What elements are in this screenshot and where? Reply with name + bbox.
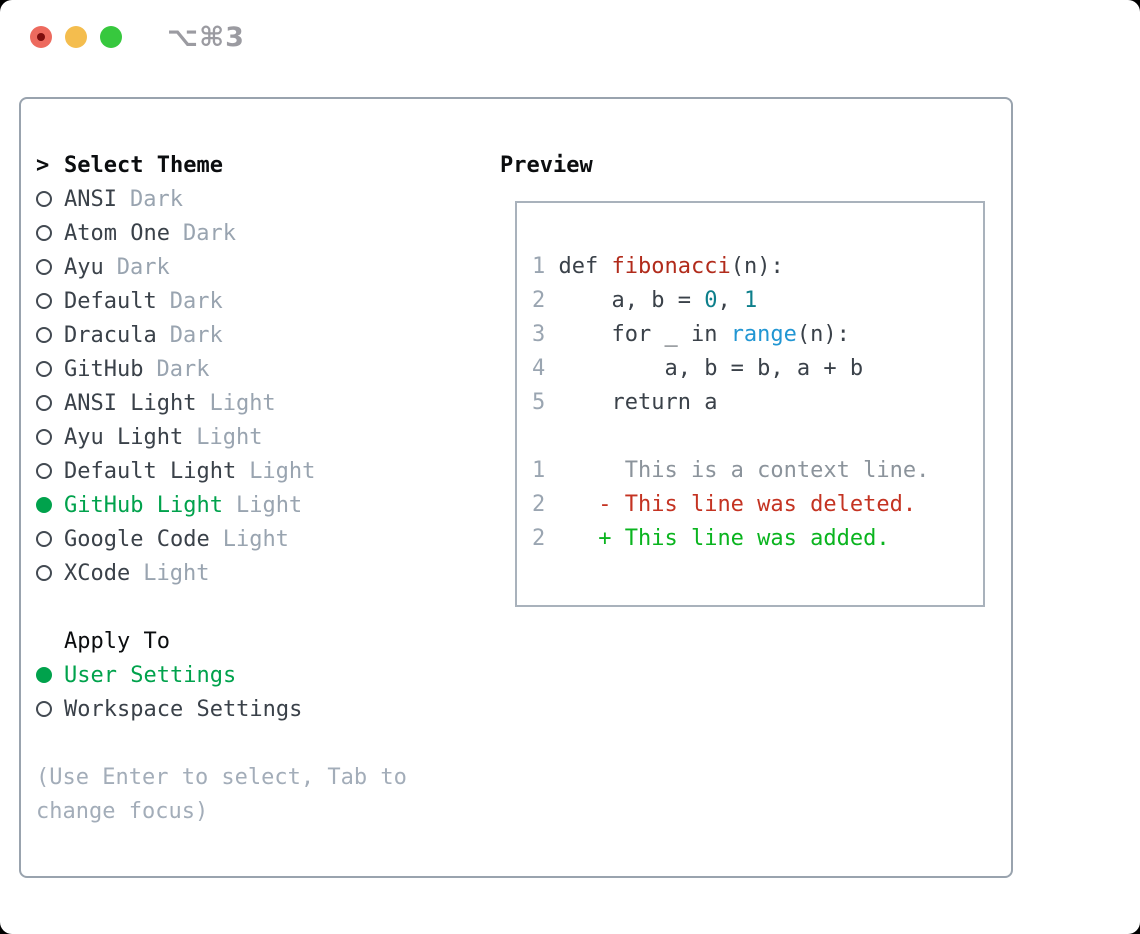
code-line: 1 This is a context line. (532, 458, 930, 483)
radio-icon (36, 565, 52, 581)
window-title: ⌥⌘3 (167, 22, 245, 53)
option-variant: Dark (169, 288, 223, 314)
option-name: Ayu (64, 254, 104, 280)
spacer-row (36, 726, 476, 760)
option-name: GitHub (64, 356, 144, 382)
titlebar: ⌥⌘3 (0, 0, 1140, 74)
option-name: User Settings (64, 662, 237, 688)
radio-icon (36, 497, 52, 513)
theme-option-row[interactable]: XCode Light (36, 556, 476, 590)
option-name: Default Light (64, 458, 237, 484)
code-line: 1 def fibonacci(n): (532, 254, 784, 279)
preview-label: Preview (500, 152, 593, 178)
preview-box: 1 def fibonacci(n): 2 a, b = 0, 1 3 for _ … (515, 201, 985, 607)
code-line: 3 for _ in range(n): (532, 322, 850, 347)
minimize-button[interactable] (65, 26, 87, 48)
close-button[interactable] (30, 26, 52, 48)
option-name: Google Code (64, 526, 210, 552)
select-theme-header: > Select Theme (36, 148, 476, 182)
theme-option-row[interactable]: Ayu Dark (36, 250, 476, 284)
radio-icon (36, 667, 52, 683)
theme-option-row[interactable]: Dracula Dark (36, 318, 476, 352)
option-variant: Light (249, 458, 316, 484)
option-variant: Dark (169, 322, 223, 348)
radio-icon (36, 259, 52, 275)
option-name: Dracula (64, 322, 157, 348)
hint-line-1: (Use Enter to select, Tab to (36, 764, 407, 790)
option-name: XCode (64, 560, 131, 586)
option-name: ANSI Light (64, 390, 197, 416)
apply-to-list: User Settings Workspace Settings (36, 658, 476, 726)
option-name: Ayu Light (64, 424, 184, 450)
option-variant: Light (143, 560, 210, 586)
theme-option-row[interactable]: GitHub Dark (36, 352, 476, 386)
theme-option-row[interactable]: Default Dark (36, 284, 476, 318)
theme-option-row[interactable]: Google Code Light (36, 522, 476, 556)
option-name: Workspace Settings (64, 696, 303, 722)
radio-icon (36, 293, 52, 309)
preview-code: 1 def fibonacci(n): 2 a, b = 0, 1 3 for _ … (517, 203, 983, 556)
theme-picker-panel: > Select Theme ANSI Dark Atom One Dark A… (19, 97, 1013, 878)
option-variant: Dark (116, 254, 170, 280)
prompt-icon: > (36, 152, 50, 178)
theme-option-row[interactable]: Ayu Light Light (36, 420, 476, 454)
theme-option-row[interactable]: Atom One Dark (36, 216, 476, 250)
apply-to-header: Apply To (36, 624, 476, 658)
theme-option-row[interactable]: ANSI Dark (36, 182, 476, 216)
code-line: 2 + This line was added. (532, 526, 890, 551)
option-variant: Light (222, 526, 289, 552)
radio-icon (36, 361, 52, 377)
radio-icon (36, 395, 52, 411)
radio-icon (36, 191, 52, 207)
option-variant: Dark (129, 186, 183, 212)
code-line: 5 return a (532, 390, 718, 415)
option-name: ANSI (64, 186, 117, 212)
theme-list-column: > Select Theme ANSI Dark Atom One Dark A… (36, 148, 476, 828)
radio-icon (36, 429, 52, 445)
radio-icon (36, 327, 52, 343)
option-name: GitHub Light (64, 492, 223, 518)
code-line: 4 a, b = b, a + b (532, 356, 864, 381)
code-line: 2 - This line was deleted. (532, 492, 917, 517)
radio-icon (36, 463, 52, 479)
option-variant: Dark (182, 220, 236, 246)
apply-to-option-row[interactable]: User Settings (36, 658, 476, 692)
radio-icon (36, 701, 52, 717)
option-name: Default (64, 288, 157, 314)
theme-option-row[interactable]: ANSI Light Light (36, 386, 476, 420)
radio-icon (36, 531, 52, 547)
option-variant: Light (209, 390, 276, 416)
radio-icon (36, 225, 52, 241)
apply-to-label: Apply To (64, 628, 170, 654)
option-name: Atom One (64, 220, 170, 246)
spacer-row (36, 590, 476, 624)
apply-to-option-row[interactable]: Workspace Settings (36, 692, 476, 726)
option-variant: Dark (156, 356, 210, 382)
zoom-button[interactable] (100, 26, 122, 48)
option-variant: Light (235, 492, 303, 518)
theme-list: ANSI Dark Atom One Dark Ayu Dark Default… (36, 182, 476, 590)
hint-line-2: change focus) (36, 798, 209, 824)
unsaved-indicator-icon (37, 33, 45, 41)
code-line (532, 420, 983, 454)
code-line: 2 a, b = 0, 1 (532, 288, 758, 313)
select-theme-label: Select Theme (64, 152, 223, 178)
theme-option-row[interactable]: GitHub Light Light (36, 488, 476, 522)
theme-option-row[interactable]: Default Light Light (36, 454, 476, 488)
option-variant: Light (196, 424, 263, 450)
